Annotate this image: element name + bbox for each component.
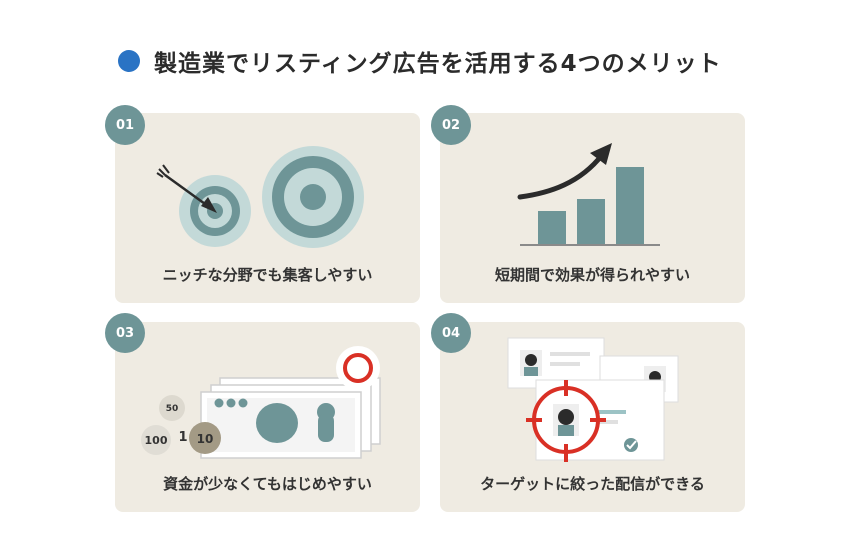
card-caption: 資金が少なくてもはじめやすい [163, 475, 372, 493]
coin-label: 1 [178, 430, 187, 445]
title-bullet-icon [118, 50, 140, 72]
card-number-badge: 02 [431, 105, 471, 145]
growth-bar-chart-icon [517, 143, 660, 246]
coin-label: 10 [197, 432, 214, 446]
coin-label: 100 [145, 434, 168, 447]
target-with-arrow-icon [156, 146, 364, 248]
page-title-text: 製造業でリスティング広告を活用する4つのメリット [154, 51, 722, 77]
card-caption: ニッチな分野でも集客しやすい [162, 266, 373, 284]
card-number-badge: 01 [105, 105, 145, 145]
page-title: 製造業でリスティング広告を活用する4つのメリット [118, 44, 722, 78]
targeted-profile-icon [507, 337, 679, 462]
card-caption: ターゲットに絞った配信ができる [480, 475, 705, 493]
merit-card-02: 短期間で効果が得られやすい [440, 113, 745, 303]
coin-label: 50 [166, 404, 179, 414]
card-caption: 短期間で効果が得られやすい [494, 266, 690, 284]
card-number-badge: 03 [105, 313, 145, 353]
merit-card-04: ターゲットに絞った配信ができる [440, 322, 745, 512]
card-number-badge: 04 [431, 313, 471, 353]
money-and-coins-icon: 50 1 100 10 [141, 346, 381, 459]
merit-card-03: 50 1 100 10 資金が少なくてもはじめやすい [115, 322, 420, 512]
merit-card-01: ニッチな分野でも集客しやすい [115, 113, 420, 303]
